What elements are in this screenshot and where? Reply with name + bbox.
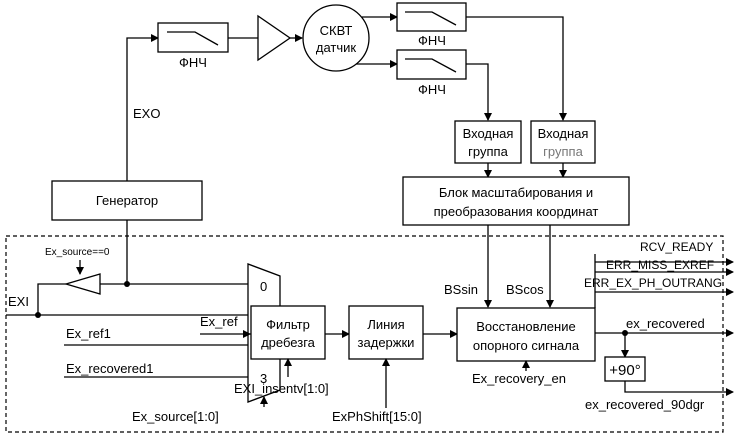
exi-insentv-label: EXI_insentv[1:0] <box>234 381 329 396</box>
exphshift-label: ExPhShift[15:0] <box>332 409 422 424</box>
mux-input-0: 0 <box>260 279 267 294</box>
junction-node-exi <box>35 312 41 318</box>
debounce-label-line2: дребезга <box>261 335 316 350</box>
debounce-filter-block: Фильтр дребезга <box>250 305 326 360</box>
phase-shift-label: +90° <box>609 362 640 379</box>
amplifier-icon <box>257 14 292 62</box>
fpga-boundary <box>5 235 724 433</box>
exo-label: EXO <box>133 106 160 121</box>
phase-shift-block: +90° <box>604 356 646 382</box>
ex-source-eq0-label: Ex_source==0 <box>45 247 110 258</box>
input-group-a-line1: Входная <box>463 126 514 141</box>
bssin-label: BSsin <box>444 282 478 297</box>
generator-block: Генератор <box>51 180 203 221</box>
ex-recovered-90-wire <box>624 381 734 396</box>
sensor-block: СКВТ датчик <box>302 4 370 72</box>
lpf-b-label: ФНЧ <box>418 82 446 97</box>
lpf-exo-block: ФНЧ <box>157 22 229 70</box>
scaling-label-line1: Блок масштабирования и <box>439 185 593 200</box>
lpf-b-to-group-a-wire <box>466 63 492 121</box>
recovery-label-line2: опорного сигнала <box>473 338 580 353</box>
ex-source-label: Ex_source[1:0] <box>132 409 219 424</box>
delay-line-block: Линия задержки <box>348 305 424 360</box>
ex-recovered-label: ex_recovered <box>626 316 705 331</box>
buffer-out-wire <box>37 283 66 315</box>
ex-recovered1-label: Ex_recovered1 <box>66 361 153 376</box>
mux-input-3: 3 <box>260 371 267 386</box>
err-phase-label: ERR_EX_PH_OUTRANG <box>584 276 722 290</box>
input-group-a-line2: группа <box>468 144 508 159</box>
recovery-block: Восстановление опорного сигнала <box>456 307 596 362</box>
lpf-b-block: ФНЧ <box>396 49 467 97</box>
ex-ref-label: Ex_ref <box>200 314 238 329</box>
ex-ref1-label: Ex_ref1 <box>66 326 111 341</box>
tristate-buffer-icon <box>63 273 101 295</box>
scaling-label-line2: преобразования координат <box>434 204 599 219</box>
debounce-label-line1: Фильтр <box>266 317 310 332</box>
input-group-b-block: Входная группа <box>530 120 596 164</box>
err-miss-label: ERR_MISS_EXREF <box>606 258 714 272</box>
lpf-exo-label: ФНЧ <box>179 55 207 70</box>
sensor-label-line2: датчик <box>316 40 357 55</box>
bscos-label: BScos <box>506 282 544 297</box>
rcv-ready-label: RCV_READY <box>640 240 713 254</box>
exi-label: EXI <box>8 294 29 309</box>
scaling-block: Блок масштабирования и преобразования ко… <box>402 176 630 226</box>
ex-recovered-90-label: ex_recovered_90dgr <box>585 397 705 412</box>
delay-label-line2: задержки <box>358 335 415 350</box>
generator-label: Генератор <box>96 193 158 208</box>
exo-wire <box>126 34 159 181</box>
generator-to-mux-wire <box>126 220 248 285</box>
input-group-b-line1: Входная <box>538 126 589 141</box>
ex-recovery-en-label: Ex_recovery_en <box>472 371 566 386</box>
lpf-a-block: ФНЧ <box>396 2 467 48</box>
lpf-a-label: ФНЧ <box>418 33 446 48</box>
sensor-label-line1: СКВТ <box>320 23 353 38</box>
recovery-label-line1: Восстановление <box>476 319 575 334</box>
input-group-b-line2: группа <box>543 144 583 159</box>
input-group-a-block: Входная группа <box>454 120 522 164</box>
lpf-a-to-group-b-wire <box>466 16 567 121</box>
delay-label-line1: Линия <box>367 317 404 332</box>
